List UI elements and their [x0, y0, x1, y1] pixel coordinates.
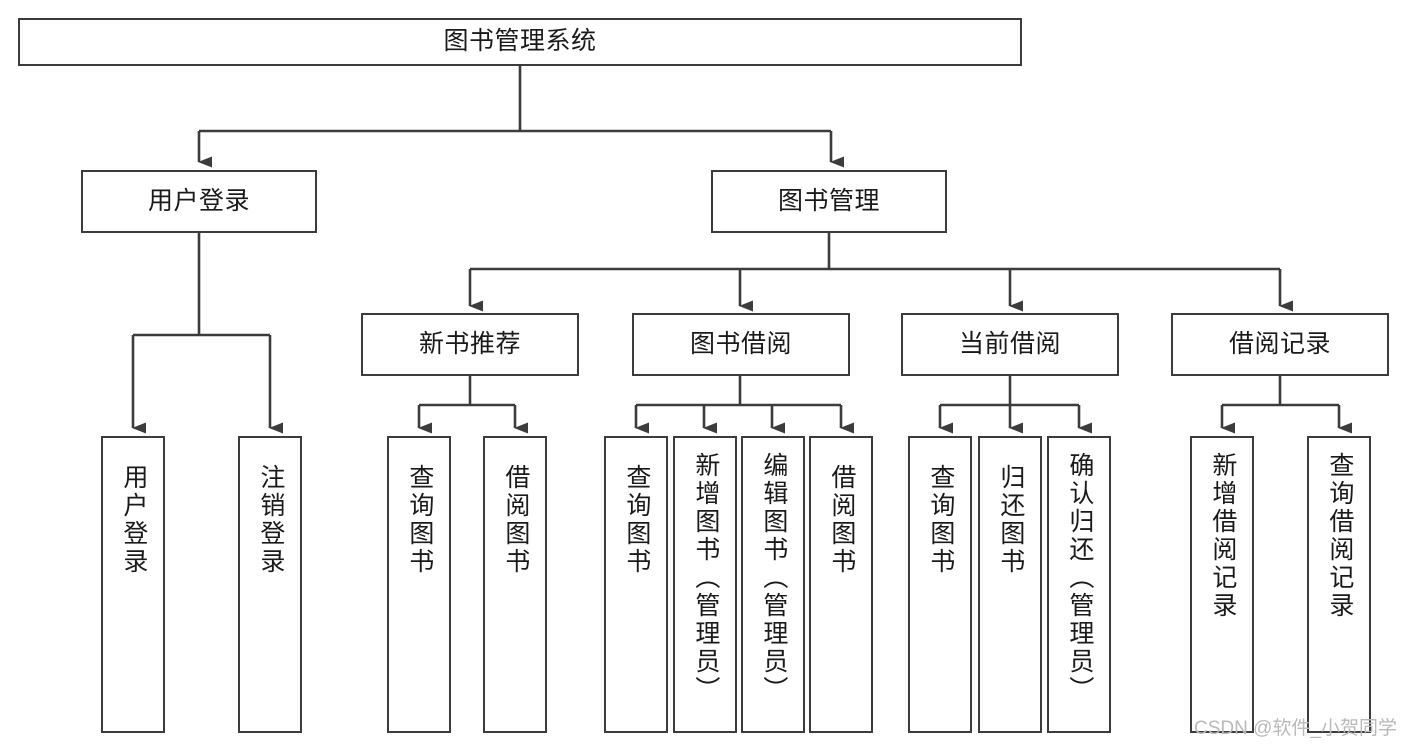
node-label: 编辑图书（管理员）	[759, 452, 788, 704]
node-new-book-recommend[interactable]: 新书推荐	[361, 313, 579, 376]
leaf-book-borrow-query-book[interactable]: 查询图书	[604, 436, 668, 733]
leaf-user-login-login[interactable]: 用户登录	[101, 436, 165, 733]
leaf-borrow-record-query-record[interactable]: 查询借阅记录	[1307, 436, 1371, 733]
leaf-book-borrow-borrow-book[interactable]: 借阅图书	[809, 436, 873, 733]
node-label: 借阅图书	[501, 464, 530, 576]
node-label: 图书管理系统	[443, 27, 597, 56]
node-label: 注销登录	[256, 464, 285, 576]
leaf-new-book-query-book[interactable]: 查询图书	[387, 436, 451, 733]
leaf-new-book-borrow-book[interactable]: 借阅图书	[483, 436, 547, 733]
node-label: 用户登录	[147, 186, 250, 215]
node-book-borrow[interactable]: 图书借阅	[632, 313, 850, 376]
leaf-book-borrow-edit-book-admin[interactable]: 编辑图书（管理员）	[741, 436, 805, 733]
node-label: 新书推荐	[418, 329, 521, 358]
node-label: 用户登录	[119, 464, 148, 576]
leaf-current-borrow-return-book[interactable]: 归还图书	[978, 436, 1042, 733]
node-label: 查询图书	[622, 464, 651, 576]
node-label: 当前借阅	[958, 329, 1061, 358]
node-label: 借阅图书	[827, 464, 856, 576]
node-label: 借阅记录	[1228, 329, 1331, 358]
node-user-login[interactable]: 用户登录	[81, 170, 317, 233]
node-label: 查询借阅记录	[1325, 452, 1354, 620]
node-label: 图书管理	[777, 186, 880, 215]
node-label: 确认归还（管理员）	[1065, 452, 1094, 704]
leaf-borrow-record-add-record[interactable]: 新增借阅记录	[1190, 436, 1254, 733]
node-label: 新增借阅记录	[1208, 452, 1237, 620]
node-label: 查询图书	[405, 464, 434, 576]
node-book-management[interactable]: 图书管理	[711, 170, 947, 233]
leaf-book-borrow-add-book-admin[interactable]: 新增图书（管理员）	[673, 436, 737, 733]
leaf-current-borrow-query-book[interactable]: 查询图书	[908, 436, 972, 733]
leaf-current-borrow-confirm-return-admin[interactable]: 确认归还（管理员）	[1047, 436, 1111, 733]
node-borrow-record[interactable]: 借阅记录	[1171, 313, 1389, 376]
node-label: 归还图书	[996, 464, 1025, 576]
csdn-watermark: CSDN @软件_小贺同学	[1194, 718, 1397, 739]
node-label: 新增图书（管理员）	[691, 452, 720, 704]
leaf-user-login-logout[interactable]: 注销登录	[238, 436, 302, 733]
node-current-borrow[interactable]: 当前借阅	[901, 313, 1119, 376]
node-label: 图书借阅	[689, 329, 792, 358]
node-label: 查询图书	[926, 464, 955, 576]
node-root-book-management-system[interactable]: 图书管理系统	[18, 18, 1022, 66]
